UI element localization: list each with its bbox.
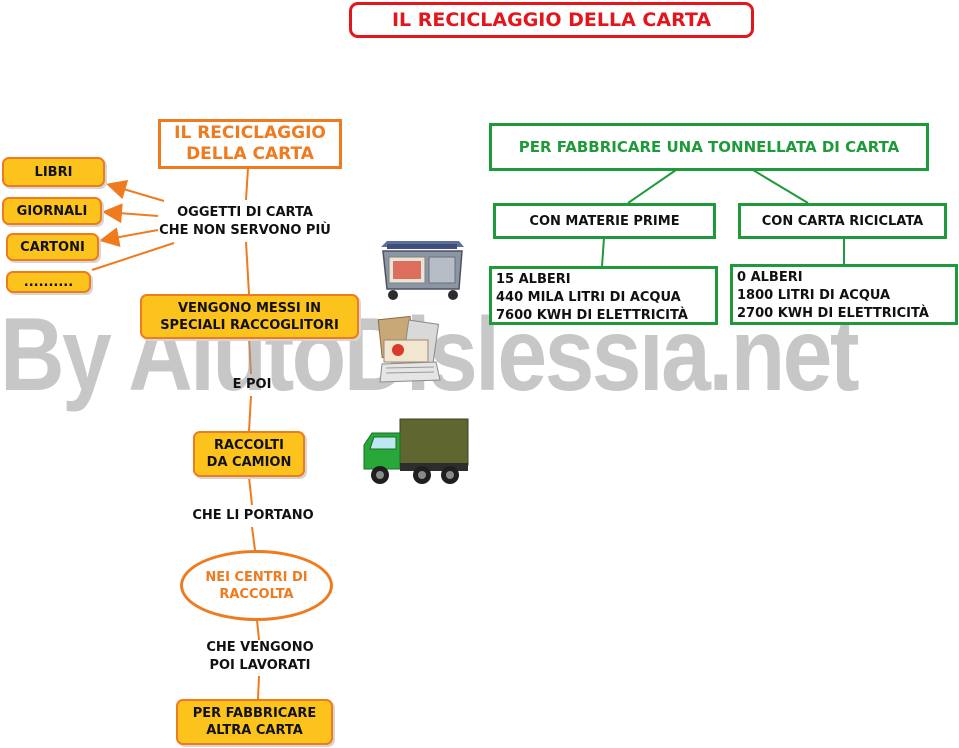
link-che-li-portano: CHE LI PORTANO [192,508,314,523]
step-raccoglitori: VENGONO MESSI IN SPECIALI RACCOGLITORI [140,294,359,339]
data-carta-riciclata: 0 ALBERI 1800 LITRI DI ACQUA 2700 KWH DI… [730,264,958,325]
link-e-poi: E POI [232,377,272,392]
data-materie-prime: 15 ALBERI 440 MILA LITRI DI ACQUA 7600 K… [489,266,718,325]
branch-materie-prime: CON MATERIE PRIME [493,203,716,239]
link-che-vengono-lavorati: CHE VENGONO POI LAVORATI [206,640,314,673]
truck-icon [363,418,469,484]
waste-paper-icon [377,315,441,383]
object-node-giornali: GIORNALI [2,197,102,225]
object-node-cartoni: CARTONI [6,233,99,261]
page-title: IL RECICLAGGIO DELLA CARTA [349,2,754,38]
left-root-node: IL RECICLAGGIO DELLA CARTA [158,119,342,169]
branch-carta-riciclata: CON CARTA RICICLATA [738,203,947,239]
object-node-etc: .......... [6,271,91,293]
step-altra-carta: PER FABBRICARE ALTRA CARTA [176,699,333,745]
right-root-node: PER FABBRICARE UNA TONNELLATA DI CARTA [489,123,929,171]
recycling-bin-icon [381,241,464,300]
objects-label: OGGETTI DI CARTA CHE NON SERVONO PIÙ [159,205,331,238]
object-node-libri: LIBRI [2,157,105,187]
step-centri-raccolta: NEI CENTRI DI RACCOLTA [180,550,333,621]
step-camion: RACCOLTI DA CAMION [193,431,305,477]
